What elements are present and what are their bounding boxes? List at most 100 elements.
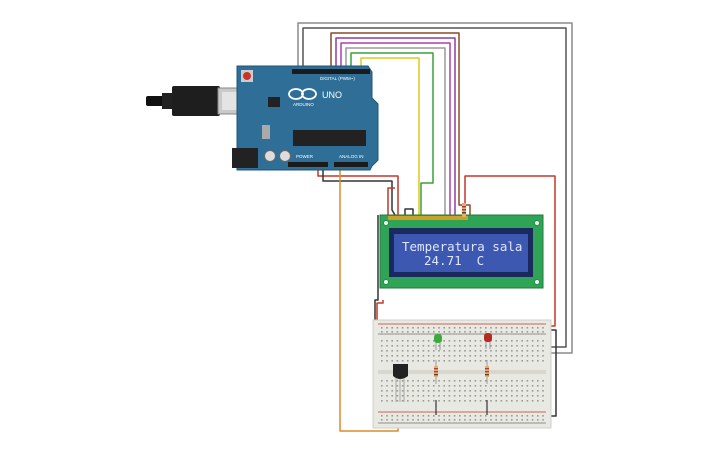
- breadboard-hole: [448, 419, 451, 421]
- breadboard-hole: [459, 327, 461, 329]
- lcd-module[interactable]: Temperatura sala 24.71 C: [379, 214, 544, 289]
- breadboard-hole: [396, 360, 399, 362]
- breadboard-hole: [500, 400, 503, 402]
- breadboard-hole: [495, 327, 497, 329]
- breadboard-hole: [401, 395, 404, 397]
- arduino-board[interactable]: UNO ARDUINO DIGITAL (PWM~) POWER ANALOG …: [232, 65, 379, 171]
- resistor-red-led[interactable]: [485, 360, 489, 384]
- breadboard-hole: [417, 380, 419, 382]
- breadboard-hole: [464, 419, 466, 421]
- breadboard-hole: [433, 355, 435, 357]
- breadboard-hole: [490, 390, 492, 392]
- breadboard-hole: [396, 395, 399, 397]
- breadboard-hole: [381, 419, 383, 421]
- breadboard-hole: [531, 355, 534, 357]
- breadboard-hole: [417, 419, 419, 421]
- breadboard-hole: [537, 345, 539, 347]
- breadboard-hole: [443, 360, 445, 362]
- wire-dark-outer[interactable]: [302, 27, 567, 348]
- breadboard-hole: [407, 390, 409, 392]
- lcd-pin-header: [388, 216, 468, 220]
- breadboard-hole: [537, 400, 539, 402]
- wire-yellow[interactable]: [360, 57, 420, 215]
- breadboard-hole: [485, 327, 487, 329]
- temperature-sensor[interactable]: [393, 364, 408, 402]
- breadboard-hole: [443, 395, 445, 397]
- breadboard-hole: [469, 360, 471, 362]
- breadboard-hole: [537, 419, 539, 421]
- breadboard-hole: [391, 415, 393, 417]
- breadboard-hole: [469, 327, 471, 329]
- wire-magenta[interactable]: [340, 42, 451, 215]
- breadboard-hole: [433, 400, 435, 402]
- breadboard-hole: [427, 385, 430, 387]
- breadboard-hole: [422, 395, 425, 397]
- breadboard-hole: [438, 415, 440, 417]
- breadboard-hole: [438, 400, 440, 402]
- wire-purple-1[interactable]: [335, 37, 456, 215]
- breadboard-hole: [490, 350, 492, 352]
- breadboard-hole: [511, 419, 513, 421]
- led-green[interactable]: [434, 334, 442, 350]
- wire-green[interactable]: [350, 52, 434, 215]
- breadboard-hole: [448, 380, 451, 382]
- breadboard-hole: [511, 415, 513, 417]
- wire-gray[interactable]: [345, 47, 446, 215]
- breadboard-hole: [401, 340, 404, 342]
- breadboard-hole: [500, 327, 503, 329]
- breadboard-hole: [391, 345, 393, 347]
- breadboard-hole: [417, 400, 419, 402]
- breadboard-hole: [422, 415, 425, 417]
- breadboard-hole: [427, 360, 430, 362]
- breadboard-hole: [412, 415, 414, 417]
- breadboard-hole: [526, 395, 529, 397]
- breadboard-hole: [417, 360, 419, 362]
- reset-button-cap[interactable]: [243, 72, 251, 80]
- breadboard-hole: [511, 340, 513, 342]
- wire-black-gnd[interactable]: [322, 166, 396, 216]
- capacitor-1: [264, 150, 276, 162]
- breadboard-hole: [490, 400, 492, 402]
- breadboard-hole: [448, 345, 451, 347]
- wire-red-left[interactable]: [387, 187, 395, 215]
- wire-black-lcd[interactable]: [404, 208, 414, 215]
- breadboard-hole: [386, 360, 388, 362]
- breadboard-hole: [401, 345, 404, 347]
- breadboard-hole: [422, 419, 425, 421]
- usb-chip: [268, 97, 280, 107]
- breadboard-hole: [386, 380, 388, 382]
- wire-brown[interactable]: [330, 32, 471, 215]
- breadboard-hole: [531, 345, 534, 347]
- breadboard-hole: [391, 400, 393, 402]
- wire-red-power[interactable]: [313, 165, 399, 215]
- breadboard-hole: [474, 385, 477, 387]
- crystal: [262, 125, 270, 139]
- usb-cable[interactable]: [146, 86, 253, 116]
- breadboard-hole: [537, 415, 539, 417]
- breadboard-hole: [464, 345, 466, 347]
- breadboard-hole: [479, 355, 482, 357]
- led-red[interactable]: [484, 333, 492, 349]
- lcd-resistor[interactable]: [462, 203, 466, 217]
- breadboard-hole: [443, 340, 445, 342]
- wire-black-left[interactable]: [374, 215, 379, 328]
- breadboard-hole: [401, 380, 404, 382]
- breadboard-hole: [386, 340, 388, 342]
- breadboard-hole: [427, 380, 430, 382]
- breadboard-hole: [490, 419, 492, 421]
- breadboard-hole: [521, 415, 523, 417]
- breadboard-hole: [427, 331, 430, 333]
- breadboard-hole: [531, 419, 534, 421]
- breadboard-hole: [479, 390, 482, 392]
- breadboard-hole: [511, 395, 513, 397]
- breadboard-hole: [386, 350, 388, 352]
- resistor-green-led[interactable]: [434, 360, 438, 384]
- breadboard-hole: [386, 345, 388, 347]
- breadboard-hole: [448, 415, 451, 417]
- breadboard-hole: [427, 350, 430, 352]
- breadboard-hole: [464, 350, 466, 352]
- breadboard-hole: [417, 390, 419, 392]
- breadboard-hole: [500, 331, 503, 333]
- breadboard-hole: [381, 360, 383, 362]
- breadboard-hole: [526, 331, 529, 333]
